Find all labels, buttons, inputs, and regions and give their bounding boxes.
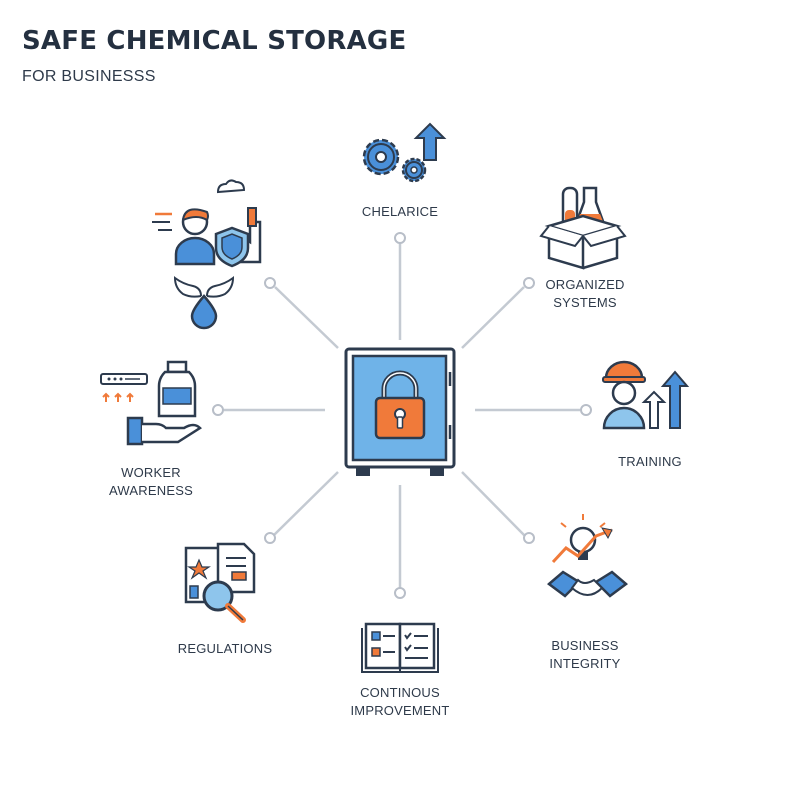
endpoint-bottom xyxy=(394,587,406,599)
bottle-hand-icon xyxy=(100,360,202,446)
locked-safe-icon xyxy=(344,347,456,476)
endpoint-left xyxy=(212,404,224,416)
endpoint-bottom-right xyxy=(523,532,535,544)
endpoint-top-right xyxy=(523,277,535,289)
endpoint-top-left xyxy=(264,277,276,289)
page-subtitle: FOR BUSINESSS xyxy=(22,68,156,85)
endpoint-top xyxy=(394,232,406,244)
node-label-bottom-left: REGULATIONS xyxy=(177,641,273,656)
node-label-right: TRAINING xyxy=(618,454,682,469)
endpoint-right xyxy=(580,404,592,416)
node-label-bottom: CONTINOUS IMPROVEMENT xyxy=(350,685,450,718)
checklist-book-icon xyxy=(361,622,439,673)
worker-growth-icon xyxy=(602,360,690,430)
worker-shield-factory-icon xyxy=(152,179,262,330)
connector-top-left xyxy=(274,286,339,349)
labware-box-icon xyxy=(539,186,627,270)
connector-endpoints xyxy=(212,232,592,599)
page-title: SAFE CHEMICAL STORAGE xyxy=(22,26,407,56)
connector-top-right xyxy=(461,286,525,349)
node-label-bottom-right: BUSINESS INTEGRITY xyxy=(549,638,621,671)
handshake-lightbulb-icon xyxy=(547,514,628,598)
node-label-top: CHELARICE xyxy=(361,204,439,219)
connector-bottom-left xyxy=(273,471,339,536)
connector-bottom-right xyxy=(461,471,526,537)
node-label-left: WORKER AWARENESS xyxy=(109,465,193,498)
endpoint-bottom-left xyxy=(264,532,276,544)
connectors xyxy=(224,243,580,588)
gears-arrow-icon xyxy=(362,122,447,183)
node-label-top-right: ORGANIZED SYSTEMS xyxy=(545,277,625,310)
document-magnifier-icon xyxy=(184,542,256,623)
